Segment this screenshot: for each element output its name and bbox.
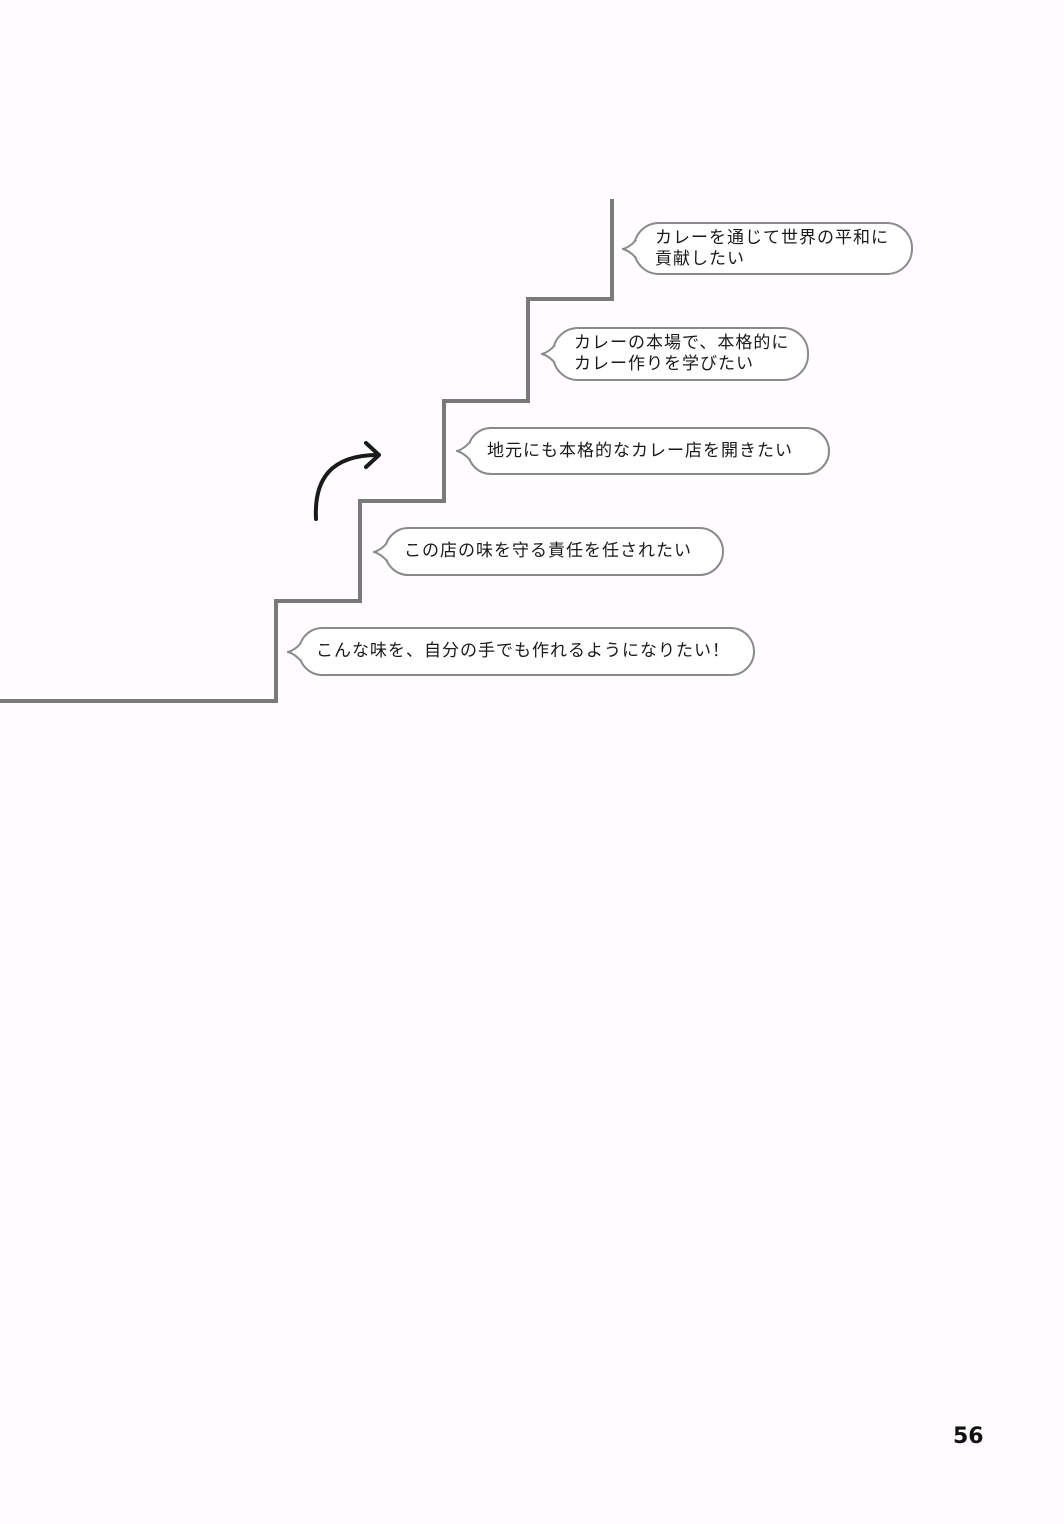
step-4-bubble: カレーの本場で、本格的に カレー作りを学びたい [541,327,809,381]
staircase-line [0,199,614,703]
curved-up-right-arrow-icon [313,441,381,521]
step-3-bubble: 地元にも本格的なカレー店を開きたい [456,427,830,475]
step-2-label: この店の味を守る責任を任されたい [404,541,692,561]
step-1-label: こんな味を、自分の手でも作れるようになりたい！ [316,641,730,661]
step-5-label: カレーを通じて世界の平和に 貢献したい [655,227,889,269]
staircase-diagram [0,199,614,703]
step-2-bubble: この店の味を守る責任を任されたい [373,527,724,576]
step-4-label: カレーの本場で、本格的に カレー作りを学びたい [574,333,790,374]
step-5-bubble: カレーを通じて世界の平和に 貢献したい [622,222,913,275]
step-1-bubble: こんな味を、自分の手でも作れるようになりたい！ [287,627,755,676]
step-3-label: 地元にも本格的なカレー店を開きたい [487,440,793,461]
page-number: 56 [953,1424,984,1449]
